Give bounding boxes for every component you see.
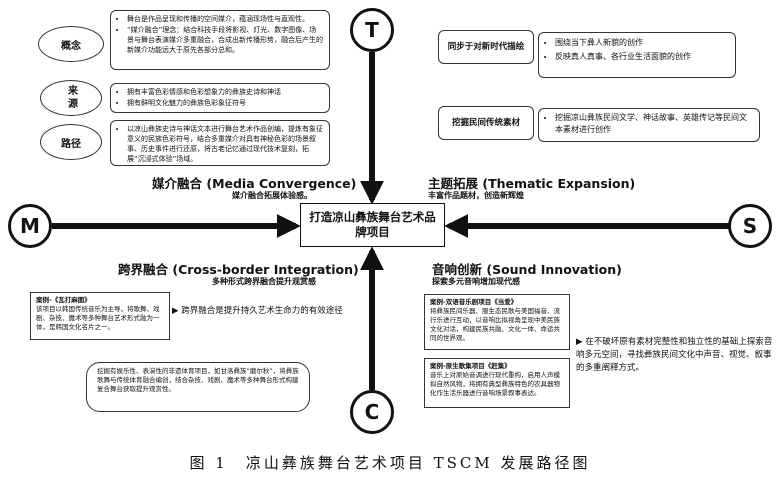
sound-arrow-note: ▶ 在不破坏原有素材完整性和独立性的基础上探索音响多元空间，寻找彝族民间文化中声…: [576, 336, 774, 375]
theme-box1-item: 围绕当下彝人新貌的创作: [555, 36, 729, 49]
sound-case1-box: 案例-双语音乐剧项目《当爱》 将彝族民间乐器、服生态民歌与美国福音、流行乐进行互…: [424, 294, 570, 350]
cross-case-box: 案例-《瓦打麻图》 该项目以韩国传统音乐为主导，将歌舞、戏剧、杂技、魔术等多种舞…: [30, 292, 170, 340]
theme-box1-content: 围绕当下彝人新貌的创作 反映真人真事、各行业生活面貌的创作: [538, 32, 736, 78]
sound-case2-box: 案例-原生歌集项目《赶集》 音乐上对原始音调进行现代重构，启用人声模拟自然风物，…: [424, 358, 570, 408]
source-oval: 来源: [40, 80, 102, 116]
theme-box2-item: 挖掘凉山彝族民间文学、神话故事、英雄传记等民间文本素材进行创作: [555, 112, 753, 136]
source-label: 来源: [65, 85, 77, 111]
source-box: 拥有丰富色彩情感和色彩想象力的彝族史诗和神话 拥有鲜明文化魅力的彝族色彩象征符号: [110, 83, 330, 113]
sound-subheading: 探索多元音响增加现代感: [432, 277, 520, 286]
triangle-bullet-icon: ▶: [172, 306, 179, 316]
cross-heading: 跨界融合 (Cross-border Integration): [118, 262, 359, 277]
node-c-label: C: [364, 400, 380, 424]
cross-subheading: 多种形式跨界融合提升观赏感: [212, 277, 316, 286]
concept-oval: 概念: [38, 26, 104, 62]
node-t-label: T: [365, 18, 379, 42]
path-box: 以凉山彝族史诗与神话文本进行舞台艺术作品创编，提炼有象征意义的民族色彩符号，结合…: [110, 120, 330, 166]
cross-lower-box: 挖掘有娱乐性、表演性的非遗体育项目，如甘洛彝族“磨尔秋”，将彝族歌舞与传统体育融…: [86, 362, 310, 412]
cross-arrow-text: 跨界融合是提升持久艺术生命力的有效途径: [181, 306, 343, 316]
source-item: 拥有鲜明文化魅力的彝族色彩象征符号: [127, 98, 323, 108]
figure-caption: 图 1 凉山彝族舞台艺术项目 TSCM 发展路径图: [189, 454, 591, 472]
node-m-label: M: [20, 214, 40, 238]
node-c-circle: C: [350, 390, 394, 434]
concept-item: “媒介融合”理念：结合科技手段将影视、灯光、数字图像、场景与舞台表演媒介多重融合…: [127, 25, 323, 55]
sound-heading: 音响创新 (Sound Innovation): [432, 262, 622, 277]
theme-box2-content: 挖掘凉山彝族民间文学、神话故事、英雄传记等民间文本素材进行创作: [538, 108, 760, 142]
media-subheading: 媒介融合拓展体验感。: [232, 191, 312, 200]
sound-case1-text: 将彝族民间乐器、服生态民歌与美国福音、流行乐进行互动，以音响比拟视角呈现中美民族…: [430, 307, 560, 342]
center-goal-box: 打造凉山彝族舞台艺术品牌项目: [300, 203, 445, 247]
cross-lower-text: 挖掘有娱乐性、表演性的非遗体育项目，如甘洛彝族“磨尔秋”，将彝族歌舞与传统体育融…: [97, 367, 299, 393]
concept-label: 概念: [61, 40, 81, 52]
sound-arrow-text: 在不破坏原有素材完整性和独立性的基础上探索音响多元空间，寻找彝族民间文化中声音、…: [576, 337, 773, 373]
triangle-bullet-icon: ▶: [576, 337, 583, 347]
path-item: 以凉山彝族史诗与神话文本进行舞台艺术作品创编，提炼有象征意义的民族色彩符号，结合…: [127, 124, 323, 164]
node-m-circle: M: [8, 204, 52, 248]
theme-subheading: 丰富作品题材，创造新辉煌: [428, 191, 524, 200]
theme-box2-label-box: 挖掘民间传统素材: [438, 106, 534, 140]
theme-heading: 主题拓展 (Thematic Expansion): [428, 176, 636, 191]
theme-box1-label-box: 同步于对新时代描绘: [438, 30, 534, 64]
path-oval: 路径: [40, 124, 102, 160]
node-t-circle: T: [350, 8, 394, 52]
center-goal-text: 打造凉山彝族舞台艺术品牌项目: [309, 210, 436, 239]
path-label: 路径: [61, 138, 81, 150]
sound-case2-text: 音乐上对原始音调进行现代重构，启用人声模拟自然风物，将拥有典型彝族特色的农具器物…: [430, 371, 560, 397]
node-s-circle: S: [728, 204, 772, 248]
theme-box1-label: 同步于对新时代描绘: [447, 42, 525, 52]
sound-case2-title: 案例-原生歌集项目《赶集》: [430, 362, 511, 370]
concept-item: 舞台是作品呈现和传播的空间媒介，蕴涵现场性与直观性。: [127, 14, 323, 24]
theme-box2-label: 挖掘民间传统素材: [451, 118, 520, 128]
cross-case-title: 案例-《瓦打麻图》: [36, 296, 91, 304]
cross-case-text: 该项目以韩国传统音乐为主导，将歌舞、戏剧、杂技、魔术等多种舞台艺术形式融为一体，…: [36, 305, 160, 331]
media-heading: 媒介融合 (Media Convergence): [152, 176, 357, 191]
node-s-label: S: [742, 214, 758, 238]
sound-case1-title: 案例-双语音乐剧项目《当爱》: [430, 298, 518, 306]
source-item: 拥有丰富色彩情感和色彩想象力的彝族史诗和神话: [127, 87, 323, 97]
concept-box: 舞台是作品呈现和传播的空间媒介，蕴涵现场性与直观性。 “媒介融合”理念：结合科技…: [110, 10, 330, 70]
theme-box1-item: 反映真人真事、各行业生活面貌的创作: [555, 50, 729, 63]
cross-arrow-note: ▶ 跨界融合是提升持久艺术生命力的有效途径: [172, 305, 352, 318]
